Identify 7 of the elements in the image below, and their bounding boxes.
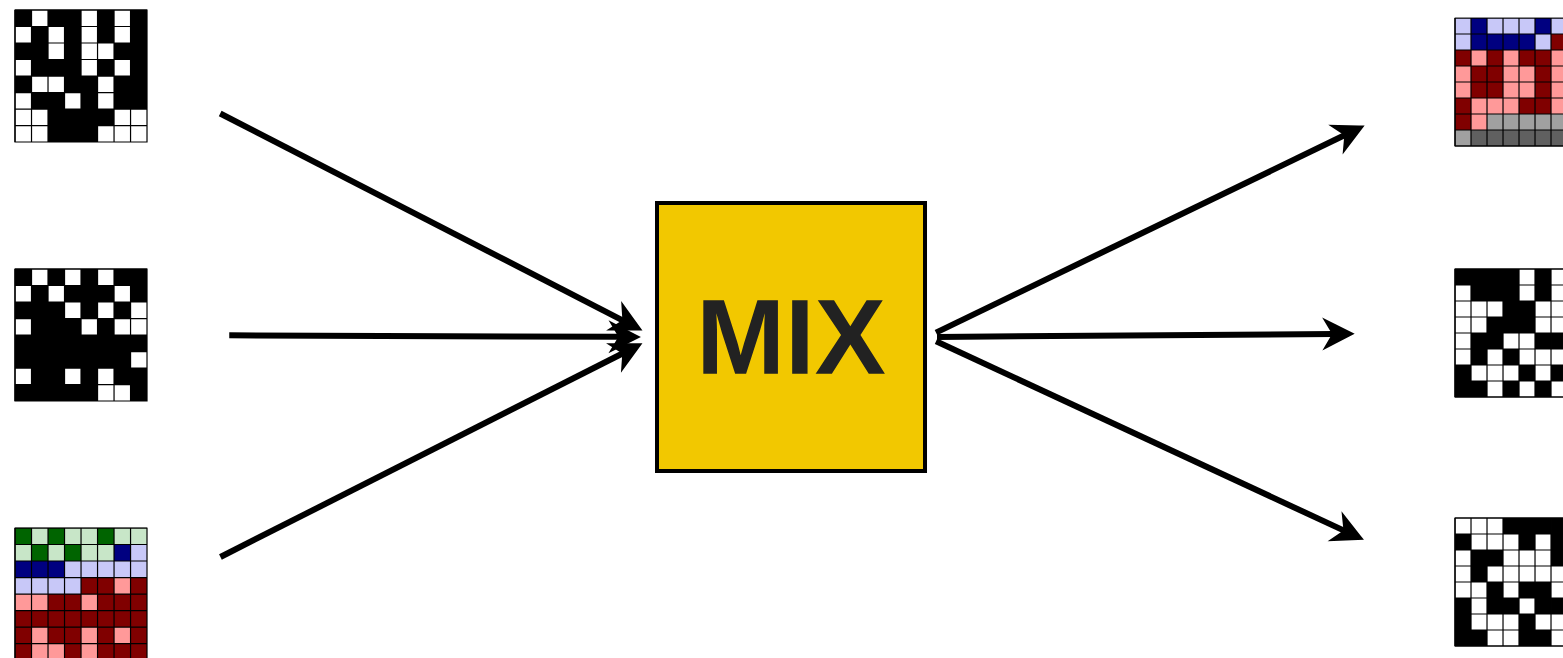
grid-drawing	[1454, 268, 1563, 398]
mix-box: MIX	[655, 201, 927, 473]
grid-drawing	[14, 527, 148, 658]
grid-drawing	[1454, 517, 1563, 647]
grid-drawing	[14, 268, 148, 402]
grid-drawing	[1454, 17, 1563, 147]
grid-drawing	[14, 9, 148, 143]
